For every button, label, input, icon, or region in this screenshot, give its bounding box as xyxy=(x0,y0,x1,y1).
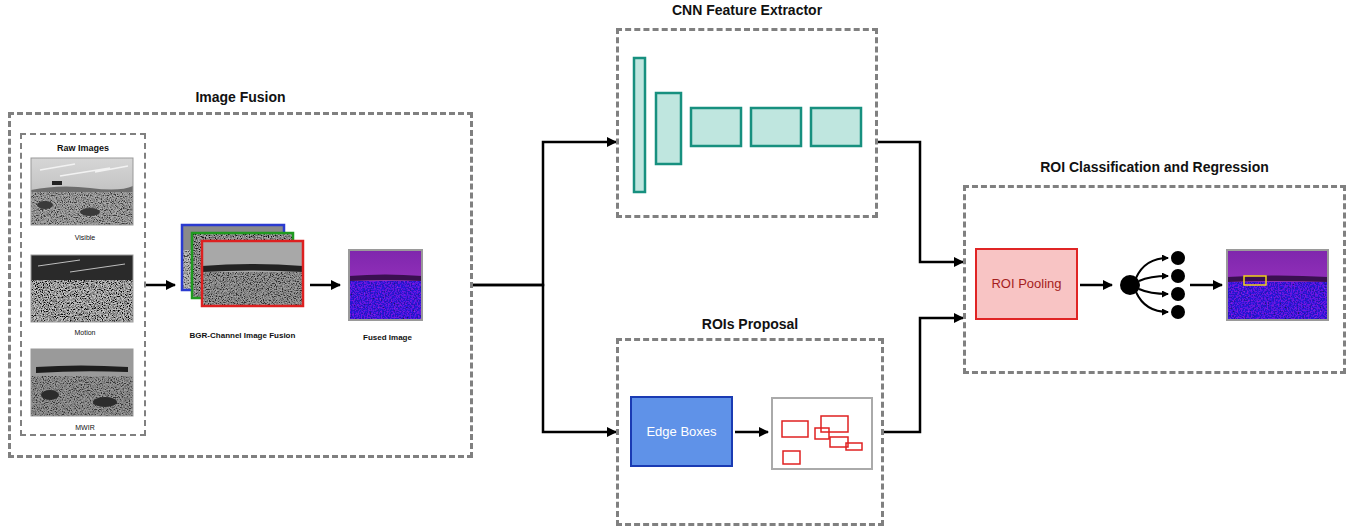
group-panel: Image FusionRaw ImagesVisibleMotionMWIR B… xyxy=(8,87,473,458)
node-label: Raw Images xyxy=(57,143,109,154)
arrow xyxy=(1080,284,1112,287)
process-box: Edge Boxes xyxy=(630,396,733,467)
arrow xyxy=(735,431,768,434)
dashed-frame xyxy=(8,112,473,458)
image-thumbnail: Motion xyxy=(30,255,140,341)
group-heading: ROI Classification and Regression xyxy=(1040,159,1269,176)
group-heading: ROIs Proposal xyxy=(702,316,798,333)
flow-arrow xyxy=(146,284,175,287)
group-heading: Image Fusion xyxy=(195,89,285,106)
node-label: Motion xyxy=(74,329,95,337)
bgr-channel-stack xyxy=(182,225,303,306)
input-group: Raw ImagesVisibleMotionMWIR xyxy=(20,133,146,436)
group-panel: CNN Feature Extractor xyxy=(616,0,878,218)
node-label: MWIR xyxy=(75,424,94,432)
flow-arrow xyxy=(884,318,963,432)
flow-arrow xyxy=(473,142,616,285)
arrow xyxy=(1190,284,1222,287)
cnn-layers xyxy=(634,58,861,192)
node-label: Fused Image xyxy=(363,333,412,343)
node-label: Edge Boxes xyxy=(646,424,716,440)
mwir-image xyxy=(31,349,133,416)
detection-result xyxy=(1227,250,1328,320)
group-panel: ROIs ProposalEdge Boxes xyxy=(616,312,884,526)
roi-proposals xyxy=(772,398,872,469)
node-label: ROI Pooling xyxy=(991,276,1061,292)
node-label: Visible xyxy=(75,234,96,242)
visible-image xyxy=(31,158,133,225)
motion-image xyxy=(31,255,133,322)
fused-image xyxy=(349,250,422,320)
group-panel: ROI Classification and RegressionROI Poo… xyxy=(963,155,1346,374)
image-thumbnail: Visible xyxy=(30,158,140,244)
flow-arrow xyxy=(310,284,340,287)
channel-stack: BGR-Channel Image Fusion xyxy=(175,220,310,345)
node-label: BGR-Channel Image Fusion xyxy=(190,331,296,341)
dashed-frame xyxy=(616,28,878,218)
flow-arrow xyxy=(878,142,963,262)
classifier-net xyxy=(1120,251,1185,319)
group-heading: CNN Feature Extractor xyxy=(672,2,822,19)
flow-arrow xyxy=(473,285,616,432)
image-thumbnail: MWIR xyxy=(30,349,140,435)
process-box: ROI Pooling xyxy=(975,248,1078,320)
image-thumbnail: Fused Image xyxy=(340,245,435,345)
